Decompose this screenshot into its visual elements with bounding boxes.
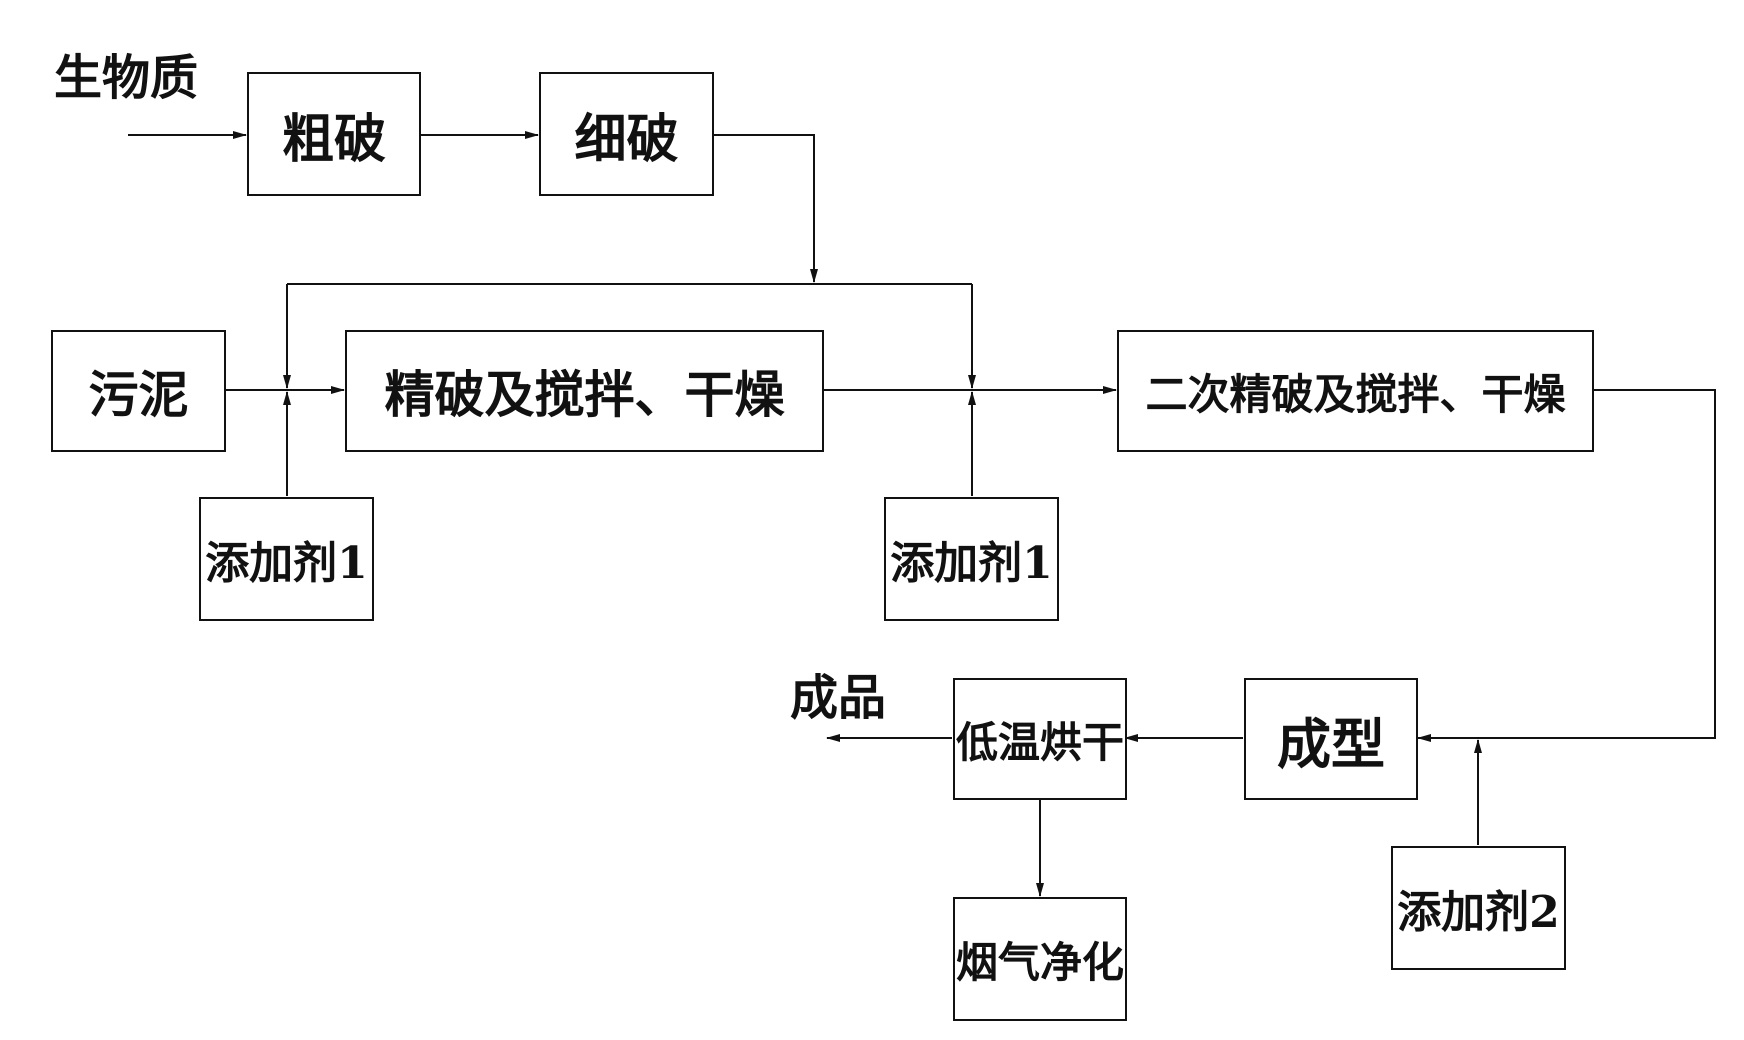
node-additive-1a: 添加剂1 [199, 497, 374, 621]
node-fine-crush: 细破 [539, 72, 714, 196]
input-label-biomass: 生物质 [54, 50, 199, 106]
arrow-secondary-to-forming [1417, 389, 1716, 742]
output-label-product: 成品 [790, 670, 887, 726]
node-additive-1b: 添加剂1 [884, 497, 1059, 621]
node-additive-2: 添加剂2 [1391, 846, 1566, 970]
node-coarse-crush: 粗破 [247, 72, 421, 196]
node-refine-mix-dry: 精破及搅拌、干燥 [345, 330, 824, 452]
node-sludge: 污泥 [51, 330, 226, 452]
node-secondary-refine-mix-dry: 二次精破及搅拌、干燥 [1117, 330, 1594, 452]
arrow-fine-to-split [714, 134, 818, 283]
node-flue-gas-purification: 烟气净化 [953, 897, 1127, 1021]
node-forming: 成型 [1244, 678, 1418, 800]
node-low-temp-drying: 低温烘干 [953, 678, 1127, 800]
